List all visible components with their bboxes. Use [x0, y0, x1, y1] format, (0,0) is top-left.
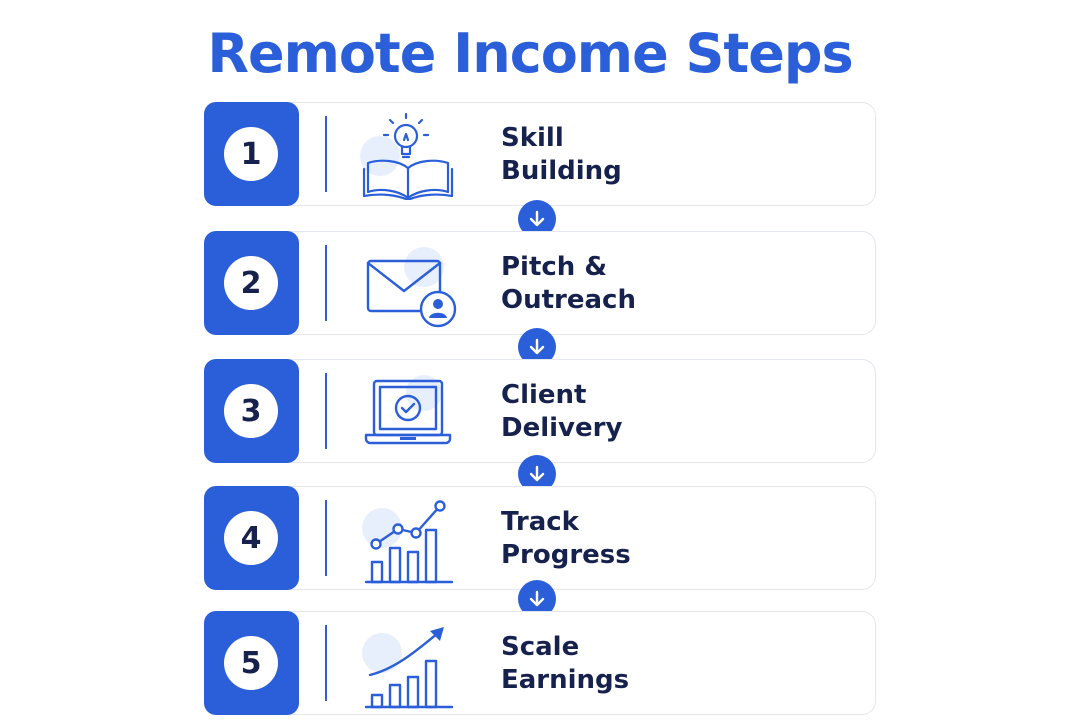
step-number-box: 3: [204, 359, 299, 463]
step-number-box: 2: [204, 231, 299, 335]
laptop-check-icon: [364, 375, 452, 445]
lightbulb-book-icon: [360, 112, 454, 200]
step-number: 2: [224, 256, 278, 310]
step-card: [204, 231, 876, 335]
step-label: Skill Building: [501, 122, 622, 188]
step-label-line2: Delivery: [501, 413, 623, 443]
step-label: Track Progress: [501, 506, 631, 572]
step-card: [204, 102, 876, 206]
step-divider: [325, 500, 327, 576]
step-divider: [325, 373, 327, 449]
step-label-line2: Progress: [501, 540, 631, 570]
bar-line-chart-icon: [362, 500, 454, 584]
step-4: 4 Track Progress: [204, 486, 876, 590]
step-label-line1: Skill: [501, 123, 564, 153]
step-card: [204, 486, 876, 590]
step-label-line2: Building: [501, 156, 622, 186]
step-1: 1 Skill Building: [204, 102, 876, 206]
step-divider: [325, 116, 327, 192]
step-card: [204, 359, 876, 463]
step-number-box: 1: [204, 102, 299, 206]
step-label: Pitch & Outreach: [501, 251, 636, 317]
step-label-line1: Pitch &: [501, 252, 608, 282]
step-number: 4: [224, 511, 278, 565]
step-number-box: 5: [204, 611, 299, 715]
step-label-line1: Client: [501, 380, 587, 410]
step-label-line2: Earnings: [501, 665, 630, 695]
step-label-line1: Track: [501, 507, 579, 537]
step-2: 2 Pitch & Outreach: [204, 231, 876, 335]
step-label-line1: Scale: [501, 632, 580, 662]
step-number: 5: [224, 636, 278, 690]
step-card: [204, 611, 876, 715]
page-title: Remote Income Steps: [207, 22, 853, 85]
step-label: Client Delivery: [501, 379, 622, 445]
step-label: Scale Earnings: [501, 631, 629, 697]
envelope-person-icon: [366, 247, 457, 328]
step-5: 5 Scale Earnings: [204, 611, 876, 715]
step-number-box: 4: [204, 486, 299, 590]
growth-chart-icon: [362, 627, 454, 709]
step-divider: [325, 625, 327, 701]
step-number: 3: [224, 384, 278, 438]
step-number: 1: [224, 127, 278, 181]
step-label-line2: Outreach: [501, 285, 636, 315]
step-divider: [325, 245, 327, 321]
step-3: 3 Client Delivery: [204, 359, 876, 463]
